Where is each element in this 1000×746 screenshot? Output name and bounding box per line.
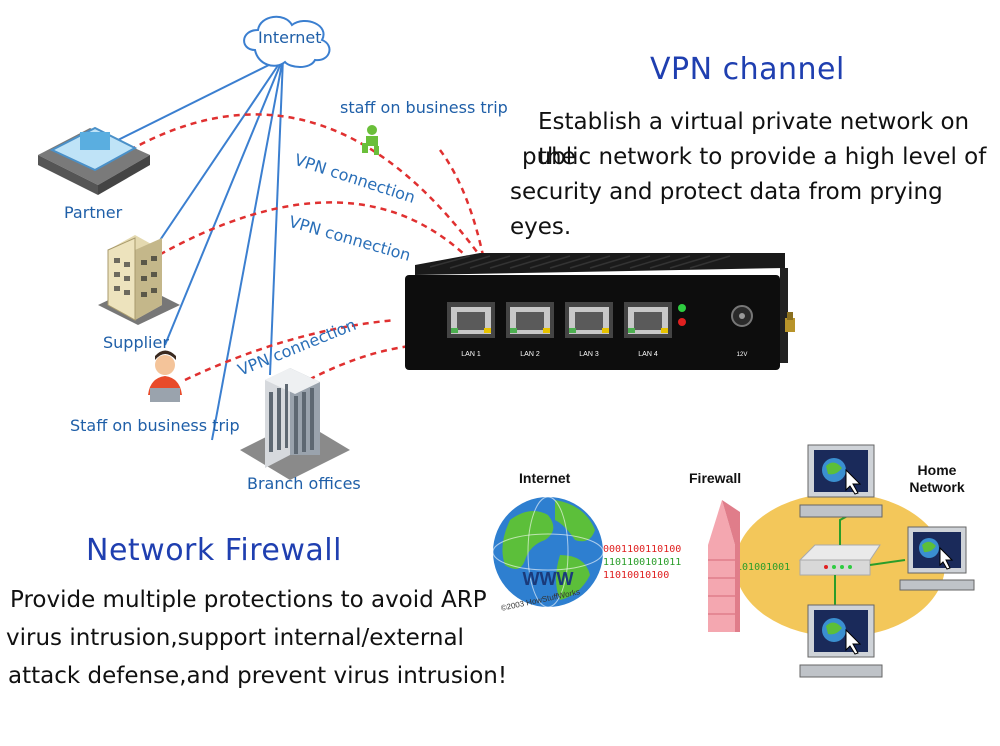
illustration-internet-label: Internet bbox=[519, 470, 571, 486]
power-label: 12V bbox=[737, 352, 748, 358]
partner-label: Partner bbox=[64, 203, 123, 222]
home-computer-bottom bbox=[799, 604, 883, 678]
internet-label: Internet bbox=[258, 28, 322, 47]
lan-label-1: LAN 1 bbox=[461, 351, 481, 358]
home-router-icon bbox=[798, 544, 881, 576]
lan-port-3 bbox=[565, 302, 613, 338]
vpn-channel-title: VPN channel bbox=[650, 52, 845, 87]
home-network-illustration: WWW 0001100110100 1101100101011 11010010… bbox=[492, 444, 975, 678]
lan-port-2 bbox=[506, 302, 554, 338]
lan-port-4 bbox=[624, 302, 672, 338]
internet-links bbox=[117, 57, 284, 441]
firewall-wall-icon bbox=[708, 500, 740, 632]
lan-label-4: LAN 4 bbox=[638, 351, 658, 358]
firewall-description-line-1: Provide multiple protections to avoid AR… bbox=[10, 587, 487, 613]
illustration-firewall-label: Firewall bbox=[689, 470, 742, 486]
globe-text: WWW bbox=[523, 569, 574, 589]
vpn-description-line-3: security and protect data from prying ey… bbox=[510, 179, 943, 240]
bits-2: 1101100101011 bbox=[603, 557, 681, 568]
home-computer-right bbox=[899, 526, 975, 591]
vpn-description-line-1: Establish a virtual private network on t… bbox=[538, 109, 970, 170]
supplier-label: Supplier bbox=[103, 333, 169, 352]
illustration-home-network-label: Home Network bbox=[909, 462, 965, 495]
home-computer-top bbox=[799, 444, 883, 518]
bits-3: 11010010100 bbox=[603, 570, 669, 581]
staff-trip-left-label: Staff on business trip bbox=[70, 416, 240, 435]
antenna-icon bbox=[785, 312, 795, 332]
status-led-green bbox=[678, 304, 686, 312]
branch-offices-label: Branch offices bbox=[247, 474, 361, 493]
lan-port-1 bbox=[447, 302, 495, 338]
firewall-description-line-2: virus intrusion,support internal/externa… bbox=[6, 625, 464, 651]
bits-4: 1101001001 bbox=[730, 562, 790, 573]
network-firewall-title: Network Firewall bbox=[86, 533, 342, 568]
router-device: LAN 1 LAN 2 LAN 3 LAN 4 12V bbox=[405, 253, 795, 370]
globe-icon bbox=[492, 496, 604, 608]
vpn-description-line-2: public network to provide a high level o… bbox=[522, 144, 987, 170]
staff-trip-top-label: staff on business trip bbox=[340, 98, 508, 117]
status-led-red bbox=[678, 318, 686, 326]
firewall-description-line-3: attack defense,and prevent virus intrusi… bbox=[8, 663, 508, 689]
branch-office-building-icon bbox=[240, 368, 350, 480]
staff-person-icon bbox=[148, 350, 182, 402]
supplier-building-icon bbox=[98, 235, 180, 325]
binary-streams: 0001100110100 1101100101011 11010010100 … bbox=[603, 544, 790, 581]
staff-trip-figure-icon bbox=[362, 125, 379, 155]
partner-icon bbox=[38, 126, 150, 195]
internet-cloud-icon bbox=[243, 15, 331, 68]
lan-label-3: LAN 3 bbox=[579, 351, 599, 358]
bits-1: 0001100110100 bbox=[603, 544, 681, 555]
lan-label-2: LAN 2 bbox=[520, 351, 540, 358]
